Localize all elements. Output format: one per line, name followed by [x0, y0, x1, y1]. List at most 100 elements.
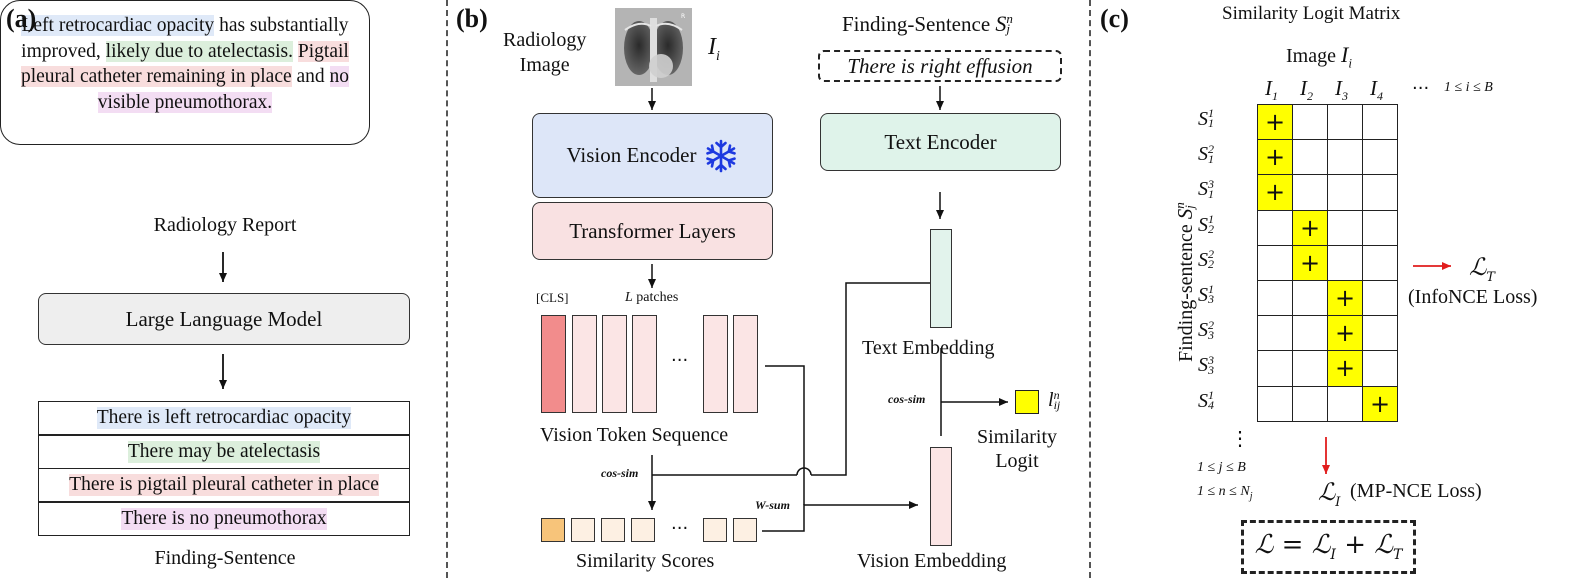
- patch-token: [602, 315, 627, 413]
- cls-label: [CLS]: [536, 290, 569, 305]
- matrix-positive-cell: +: [1327, 280, 1363, 317]
- matrix-column-header: I1: [1265, 76, 1278, 104]
- patch-token: [572, 315, 597, 413]
- finding-sentence-caption: Finding-Sentence: [154, 547, 296, 569]
- panel-a-label: (a): [6, 4, 37, 33]
- divider-ab: [446, 0, 448, 578]
- similarity-score-cell: [601, 518, 625, 542]
- snowflake-icon: [704, 139, 739, 172]
- text-embedding-label: Text Embedding: [862, 337, 995, 359]
- similarity-score-cell: [541, 518, 565, 542]
- row-ellipsis: ⋮: [1230, 428, 1250, 450]
- vision-encoder-box: Vision Encoder: [532, 113, 773, 198]
- similarity-scores-label: Similarity Scores: [576, 550, 715, 572]
- infonce-loss-label: (InfoNCE Loss): [1408, 286, 1538, 308]
- svg-text:R: R: [681, 13, 685, 20]
- finding-sentence-row: There is left retrocardiac opacity: [38, 401, 410, 435]
- vision-embedding-label: Vision Embedding: [857, 550, 1007, 572]
- cls-token: [541, 315, 566, 413]
- panel-b-label: (b): [456, 4, 488, 33]
- finding-sentence-text: There is pigtail pleural catheter in pla…: [69, 474, 379, 496]
- matrix-positive-cell: +: [1362, 385, 1398, 422]
- finding-sentence-text: There may be atelectasis: [127, 440, 321, 463]
- column-range: 1 ≤ i ≤ B: [1444, 80, 1493, 95]
- chest-xray-image: R: [615, 8, 692, 86]
- matrix-column-header: I3: [1335, 76, 1348, 104]
- total-loss-box: ℒ = ℒI + ℒT: [1241, 520, 1416, 574]
- similarity-score-cell: [631, 518, 655, 542]
- report-segment: has substantially improved,: [21, 15, 349, 62]
- score-ellipsis: ···: [671, 518, 689, 539]
- patch-token: [733, 315, 758, 413]
- matrix-title: Similarity Logit Matrix: [1222, 3, 1401, 24]
- similarity-score-cell: [571, 518, 595, 542]
- vision-encoder-label: Vision Encoder: [566, 143, 697, 167]
- cos-sim-label-bottom: cos-sim: [601, 466, 639, 480]
- similarity-score-cell: [703, 518, 727, 542]
- report-segment: likely due to atelectasis.: [105, 40, 294, 62]
- patch-token: [703, 315, 728, 413]
- report-segment: Left retrocardiac opacity: [21, 15, 215, 36]
- radiology-report-box: Left retrocardiac opacity has substantia…: [0, 0, 370, 145]
- panel-c-arrows: [1322, 262, 1451, 474]
- text-encoder-label: Text Encoder: [884, 129, 997, 154]
- vision-embedding-bar: [930, 447, 952, 546]
- matrix-positive-cell: +: [1257, 174, 1293, 211]
- similarity-score-cell: [733, 518, 757, 542]
- vision-token-sequence-label: Vision Token Sequence: [540, 424, 729, 446]
- total-loss-equation: ℒ = ℒI + ℒT: [1254, 530, 1403, 564]
- report-segment: and: [291, 66, 330, 87]
- range-n: 1 ≤ n ≤ Nj: [1197, 484, 1253, 502]
- radiology-image-label: Radiology Image: [503, 29, 587, 76]
- finding-sentence-row: There is no pneumothorax: [38, 501, 410, 536]
- matrix-column-header: I4: [1370, 76, 1383, 104]
- example-sentence: There is right effusion: [847, 53, 1033, 78]
- loss-i-symbol: ℒI: [1318, 478, 1341, 510]
- image-axis-label: Image Ii: [1286, 42, 1352, 71]
- patches-label: L patches: [625, 290, 679, 305]
- example-sentence-box: There is right effusion: [818, 50, 1062, 82]
- similarity-logit-label: Similarity Logit: [977, 426, 1057, 472]
- matrix-positive-cell: +: [1327, 315, 1363, 352]
- cos-sim-label-top: cos-sim: [888, 392, 926, 406]
- radiology-report-caption: Radiology Report: [153, 214, 297, 236]
- finding-sentence-row: There may be atelectasis: [38, 434, 410, 469]
- llm-label: Large Language Model: [125, 306, 323, 331]
- transformer-layers-box: Transformer Layers: [532, 202, 773, 260]
- llm-box: Large Language Model: [38, 293, 410, 345]
- finding-sentence-text: There is no pneumothorax: [121, 507, 327, 530]
- range-j: 1 ≤ j ≤ B: [1197, 460, 1246, 475]
- matrix-positive-cell: +: [1292, 244, 1328, 281]
- divider-bc: [1089, 0, 1091, 578]
- finding-sentence-row: There is pigtail pleural catheter in pla…: [38, 468, 410, 502]
- similarity-logit-box: [1015, 390, 1039, 414]
- matrix-positive-cell: +: [1257, 139, 1293, 176]
- text-embedding-bar: [930, 229, 952, 328]
- panel-b-connectors: [648, 86, 1008, 532]
- loss-t-symbol: ℒT: [1469, 253, 1495, 285]
- transformer-layers-label: Transformer Layers: [569, 218, 736, 243]
- matrix-column-header: I2: [1300, 76, 1313, 104]
- patch-token: [632, 315, 657, 413]
- column-ellipsis: ···: [1412, 78, 1430, 99]
- w-sum-label: W-sum: [755, 498, 790, 512]
- mp-nce-loss-label: (MP-NCE Loss): [1350, 480, 1482, 502]
- finding-sentence-text: There is left retrocardiac opacity: [96, 407, 352, 429]
- text-encoder-box: Text Encoder: [820, 113, 1061, 171]
- token-ellipsis: ···: [671, 350, 689, 371]
- panel-a-arrows: [219, 252, 227, 389]
- image-variable: Ii: [708, 34, 720, 64]
- panel-c-label: (c): [1100, 4, 1129, 33]
